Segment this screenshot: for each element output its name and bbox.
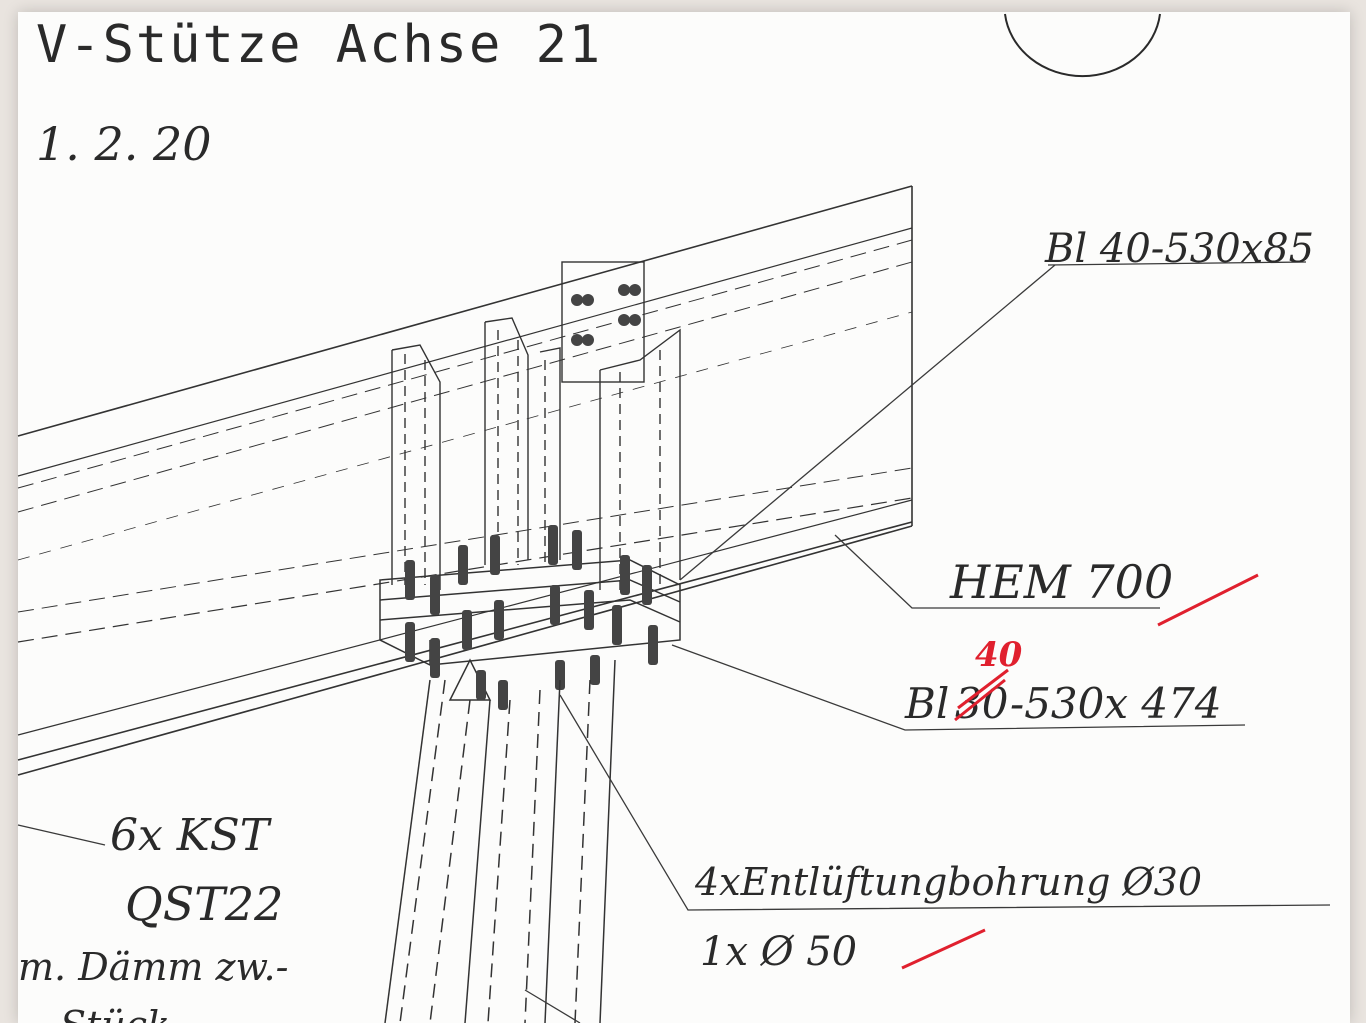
label-bolts-2: QST22 (125, 877, 283, 931)
leader-lines (17, 261, 1331, 1023)
label-beam: HEM 700 (949, 555, 1173, 609)
drawing-title: V-Stütze Achse 21 (36, 15, 602, 75)
drawing-date: 1. 2. 20 (36, 117, 212, 171)
plate-base-new: 40 (975, 635, 1023, 675)
strike-correction (954, 668, 1009, 722)
label-plate-base: Bl 30 40 -530x 474 (904, 635, 1222, 728)
bolts (405, 284, 658, 710)
label-vent-2: 1x Ø 50 (700, 929, 857, 975)
label-vent-1: 4xEntlüftungbohrung Ø30 (694, 860, 1202, 904)
base-plate (379, 559, 681, 701)
hem700-beam (17, 185, 913, 776)
red-check-mark (1157, 573, 1259, 627)
stiffener-plates (391, 261, 681, 590)
v-column (384, 659, 616, 1023)
label-bolts-1: 6x KST (110, 810, 273, 861)
label-bolts-4: Stück (60, 1003, 170, 1023)
paper (18, 12, 1350, 1023)
plate-base-suffix: -530x 474 (1010, 679, 1222, 728)
label-bolts-3: m. Dämm zw.- (18, 945, 288, 989)
detail-circle (1004, 13, 1161, 78)
label-plate-top: Bl 40-530x85 (1044, 226, 1314, 272)
red-check-mark (901, 928, 986, 970)
plate-base-prefix: Bl (904, 679, 949, 728)
